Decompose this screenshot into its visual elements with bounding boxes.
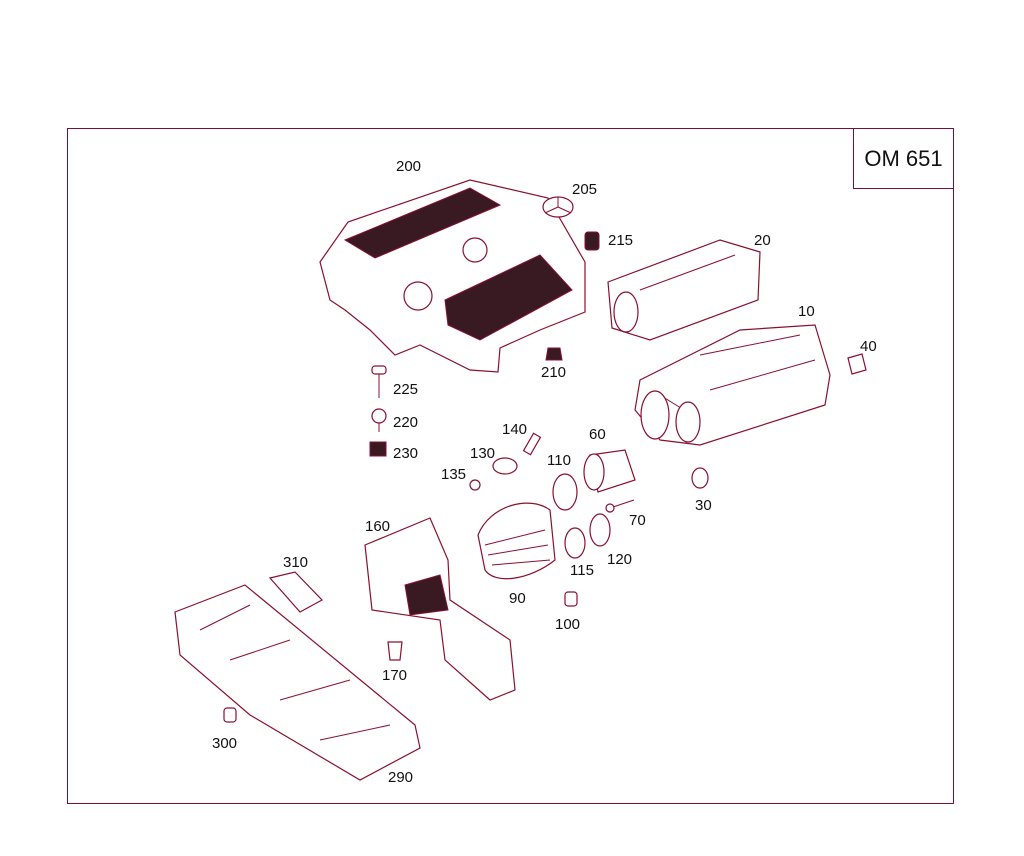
callout-90: 90 xyxy=(509,590,526,607)
o-ring-part-135[interactable] xyxy=(469,479,481,491)
clip-part-170[interactable] xyxy=(387,641,403,661)
callout-135: 135 xyxy=(441,466,466,483)
sensor-part-130[interactable] xyxy=(492,457,518,475)
clamp-part-110[interactable] xyxy=(552,473,578,511)
air-intake-tray-part[interactable] xyxy=(174,584,421,781)
grommet-part-30[interactable] xyxy=(691,467,709,489)
seal-part-310[interactable] xyxy=(268,571,323,613)
callout-210: 210 xyxy=(541,364,566,381)
intake-hose-part[interactable] xyxy=(477,502,556,580)
callout-220: 220 xyxy=(393,414,418,431)
air-filter-element-part[interactable] xyxy=(607,239,761,341)
grommet-part[interactable] xyxy=(584,231,600,251)
callout-30: 30 xyxy=(695,497,712,514)
callout-170: 170 xyxy=(382,667,407,684)
callout-70: 70 xyxy=(629,512,646,529)
engine-model-label: OM 651 xyxy=(853,128,954,189)
cap-part[interactable] xyxy=(847,353,867,375)
callout-215: 215 xyxy=(608,232,633,249)
callout-20: 20 xyxy=(754,232,771,249)
callout-290: 290 xyxy=(388,769,413,786)
clip-part-230[interactable] xyxy=(369,441,387,457)
plug-part-100[interactable] xyxy=(564,591,578,607)
callout-100: 100 xyxy=(555,616,580,633)
star-emblem-part[interactable] xyxy=(542,196,574,218)
air-filter-housing-part[interactable] xyxy=(634,324,831,446)
clamp-part-115[interactable] xyxy=(564,527,586,559)
callout-110: 110 xyxy=(547,452,571,469)
ring-part-120[interactable] xyxy=(589,513,611,547)
engine-cover-part[interactable] xyxy=(319,179,586,373)
callout-310: 310 xyxy=(283,554,308,571)
bolt-part-70[interactable] xyxy=(605,499,635,513)
mass-air-flow-sensor-part[interactable] xyxy=(583,449,636,493)
callout-115: 115 xyxy=(570,562,594,579)
callout-40: 40 xyxy=(860,338,877,355)
air-duct-part[interactable] xyxy=(364,517,516,701)
callout-230: 230 xyxy=(393,445,418,462)
callout-10: 10 xyxy=(798,303,815,320)
callout-205: 205 xyxy=(572,181,597,198)
callout-300: 300 xyxy=(212,735,237,752)
diagram-frame xyxy=(67,128,954,804)
callout-200: 200 xyxy=(396,158,421,175)
nut-part[interactable] xyxy=(545,347,563,361)
screw-part-140[interactable] xyxy=(522,432,542,456)
callout-120: 120 xyxy=(607,551,632,568)
callout-140: 140 xyxy=(502,421,527,438)
clip-part-220[interactable] xyxy=(371,408,387,432)
clip-part-300[interactable] xyxy=(223,707,237,723)
pin-part[interactable] xyxy=(371,365,387,398)
callout-130: 130 xyxy=(470,445,495,462)
callout-60: 60 xyxy=(589,426,606,443)
callout-160: 160 xyxy=(365,518,390,535)
callout-225: 225 xyxy=(393,381,418,398)
